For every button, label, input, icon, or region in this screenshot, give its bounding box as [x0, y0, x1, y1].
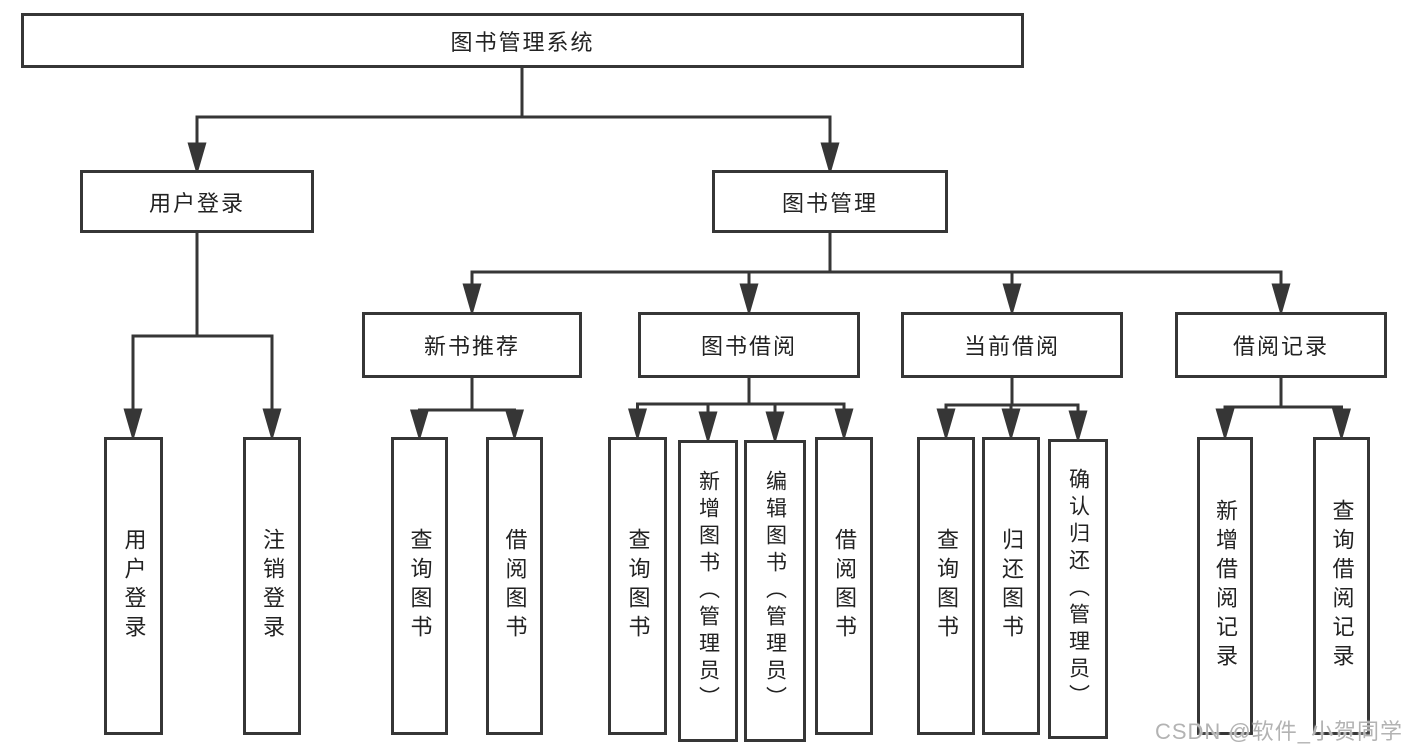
leaf-newrec-borrow-book-label: 借阅图书 — [502, 528, 528, 644]
leaf-confirm-return-admin: 确认归还（管理员） — [1048, 439, 1108, 739]
csdn-watermark: CSDN @软件_小贺同学 — [1154, 719, 1403, 744]
node-book-management: 图书管理 — [712, 170, 948, 233]
leaf-confirm-return-admin-label: 确认归还（管理员） — [1066, 467, 1090, 711]
node-root: 图书管理系统 — [21, 13, 1024, 68]
leaf-user-login: 用户登录 — [104, 437, 163, 735]
node-new-book-recommend: 新书推荐 — [362, 312, 582, 378]
leaf-add-borrow-record-label: 新增借阅记录 — [1213, 499, 1238, 673]
node-current-borrow: 当前借阅 — [901, 312, 1123, 378]
leaf-newrec-query-book-label: 查询图书 — [407, 528, 433, 644]
leaf-newrec-borrow-book: 借阅图书 — [486, 437, 543, 735]
leaf-logout-label: 注销登录 — [260, 528, 285, 644]
leaf-borrow-borrow-book-label: 借阅图书 — [832, 528, 857, 644]
leaf-return-book-label: 归还图书 — [999, 528, 1024, 644]
leaf-add-book-admin-label: 新增图书（管理员） — [696, 469, 720, 713]
leaf-query-borrow-record: 查询借阅记录 — [1313, 437, 1370, 735]
leaf-current-query-book-label: 查询图书 — [934, 528, 959, 644]
leaf-borrow-borrow-book: 借阅图书 — [815, 437, 873, 735]
leaf-edit-book-admin-label: 编辑图书（管理员） — [763, 469, 787, 713]
node-borrow-records: 借阅记录 — [1175, 312, 1387, 378]
leaf-user-login-label: 用户登录 — [121, 528, 147, 644]
leaf-edit-book-admin: 编辑图书（管理员） — [744, 440, 806, 742]
node-book-borrow: 图书借阅 — [638, 312, 860, 378]
leaf-logout: 注销登录 — [243, 437, 301, 735]
leaf-return-book: 归还图书 — [982, 437, 1040, 735]
leaf-add-borrow-record: 新增借阅记录 — [1197, 437, 1253, 735]
leaf-borrow-query-book: 查询图书 — [608, 437, 667, 735]
leaf-query-borrow-record-label: 查询借阅记录 — [1329, 499, 1355, 673]
leaf-newrec-query-book: 查询图书 — [391, 437, 448, 735]
node-user-login: 用户登录 — [80, 170, 314, 233]
leaf-add-book-admin: 新增图书（管理员） — [678, 440, 738, 742]
leaf-borrow-query-book-label: 查询图书 — [625, 528, 651, 644]
leaf-current-query-book: 查询图书 — [917, 437, 975, 735]
